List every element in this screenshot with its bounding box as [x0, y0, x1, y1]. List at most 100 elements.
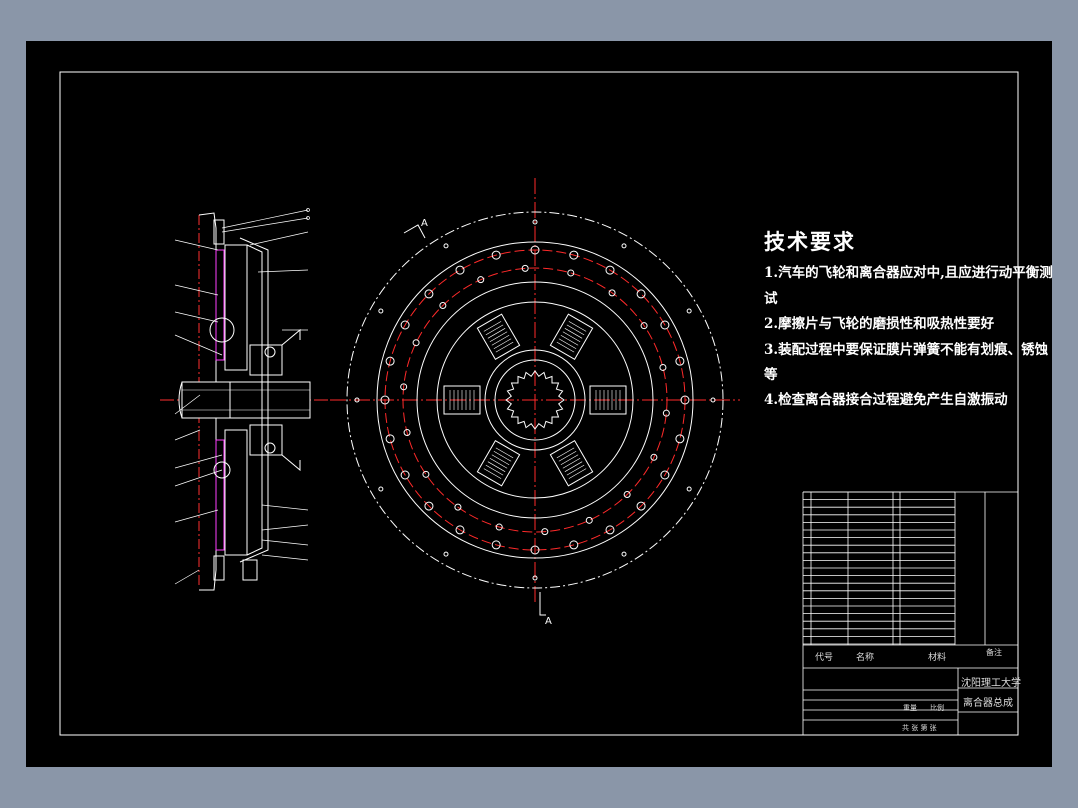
bolt-hole — [660, 470, 670, 480]
outer-hole — [710, 397, 716, 403]
rivet-hole — [439, 301, 447, 309]
spline-hub — [505, 370, 565, 430]
rivet-hole — [412, 339, 420, 347]
rivet-hole — [403, 429, 411, 437]
rivet-hole — [608, 289, 616, 297]
damper-spring-coil — [487, 328, 506, 339]
damper-spring-coil — [556, 341, 575, 353]
damper-spring-window — [443, 385, 481, 415]
rivet-hole — [541, 528, 549, 536]
bom-header-remark: 备注 — [986, 648, 1002, 657]
damper-spring-window — [549, 439, 594, 487]
damper-spring-coil — [485, 464, 504, 476]
bom-header-material: 材料 — [928, 653, 947, 663]
bolt-hole — [455, 525, 465, 535]
outer-hole — [532, 575, 538, 581]
bom-header-code: 代号 — [815, 653, 834, 663]
outer-hole — [443, 551, 449, 557]
outer-hole — [378, 486, 384, 492]
outer-hole — [532, 219, 538, 225]
damper-spring-coil — [564, 328, 583, 339]
rivet-hole — [650, 453, 658, 461]
bill-of-materials — [802, 491, 1019, 735]
damper-spring-coil — [568, 321, 587, 332]
bolt-hole — [680, 395, 690, 405]
damper-spring-coil — [560, 454, 579, 466]
bolt-hole — [636, 501, 646, 511]
damper-spring-coil — [568, 468, 587, 479]
rivet-hole — [400, 383, 408, 391]
damper-spring-window — [549, 313, 594, 361]
tech-req-line-2: 试 — [764, 291, 778, 307]
outer-circle — [346, 211, 724, 589]
rivet-hole — [567, 269, 575, 277]
bolt-hole — [569, 250, 579, 260]
rivet-hole — [585, 516, 593, 524]
tech-req-line-6: 4.检查离合器接合过程避免产生自激振动 — [764, 392, 1008, 408]
damper-spring-coil — [489, 457, 508, 469]
damper-spring-coil — [558, 338, 577, 349]
rivet-hole — [521, 264, 529, 272]
friction-ring — [416, 281, 654, 519]
damper-spring-coil — [483, 468, 502, 479]
rivet-hole — [477, 276, 485, 284]
hub-inner-ring — [494, 359, 576, 441]
bolt-hole — [424, 289, 434, 299]
front-view — [330, 178, 740, 605]
rivet-hole — [495, 523, 503, 531]
weight-label: 重量 — [903, 704, 917, 712]
drawing-border — [59, 71, 1019, 736]
flywheel-outline — [376, 241, 694, 559]
rivet-hole — [662, 409, 670, 417]
bolt-hole — [569, 540, 579, 550]
disc-inner-ring — [436, 301, 634, 499]
rivet-hole — [454, 503, 462, 511]
damper-spring-window — [476, 439, 521, 487]
outer-hole — [621, 243, 627, 249]
rivet-hole — [422, 470, 430, 478]
bolt-hole — [675, 434, 685, 444]
bolt-circle — [384, 249, 686, 551]
damper-spring-coil — [483, 321, 502, 332]
damper-spring-coil — [489, 331, 508, 343]
outer-hole — [354, 397, 360, 403]
damper-spring-coil — [556, 447, 575, 459]
damper-spring-coil — [564, 461, 583, 472]
drawing-name: 离合器总成 — [963, 698, 1013, 709]
tech-req-line-1: 1.汽车的飞轮和离合器应对中,且应进行动平衡测 — [764, 265, 1053, 281]
damper-spring-coil — [560, 334, 579, 346]
university-name: 沈阳理工大学 — [961, 678, 1021, 689]
section-label-bottom: A — [545, 616, 552, 627]
rivet-hole — [623, 491, 631, 499]
damper-spring-coil — [487, 461, 506, 472]
damper-spring-window — [589, 385, 627, 415]
tech-req-line-3: 2.摩擦片与飞轮的磨损性和吸热性要好 — [764, 316, 995, 332]
side-section-view — [160, 208, 340, 591]
outer-hole — [378, 308, 384, 314]
bolt-hole — [400, 470, 410, 480]
damper-spring-coil — [493, 338, 512, 349]
damper-spring-window — [476, 313, 521, 361]
rivet-hole — [659, 363, 667, 371]
damper-spring-coil — [558, 451, 577, 462]
technical-requirements-title: 技术要求 — [764, 229, 856, 254]
damper-spring-coil — [493, 451, 512, 462]
bolt-hole — [491, 250, 501, 260]
bolt-hole — [530, 245, 540, 255]
inner-bolt-circle — [402, 267, 668, 533]
damper-spring-coil — [566, 324, 585, 336]
outer-hole — [686, 308, 692, 314]
bolt-hole — [455, 265, 465, 275]
bolt-hole — [400, 320, 410, 330]
bolt-hole — [636, 289, 646, 299]
bolt-hole — [605, 525, 615, 535]
bolt-hole — [424, 501, 434, 511]
section-markers — [403, 224, 546, 616]
bolt-hole — [530, 545, 540, 555]
damper-spring-coil — [562, 331, 581, 343]
damper-spring-coil — [485, 324, 504, 336]
tech-req-line-5: 等 — [764, 367, 778, 383]
bolt-hole — [605, 265, 615, 275]
outer-hole — [621, 551, 627, 557]
